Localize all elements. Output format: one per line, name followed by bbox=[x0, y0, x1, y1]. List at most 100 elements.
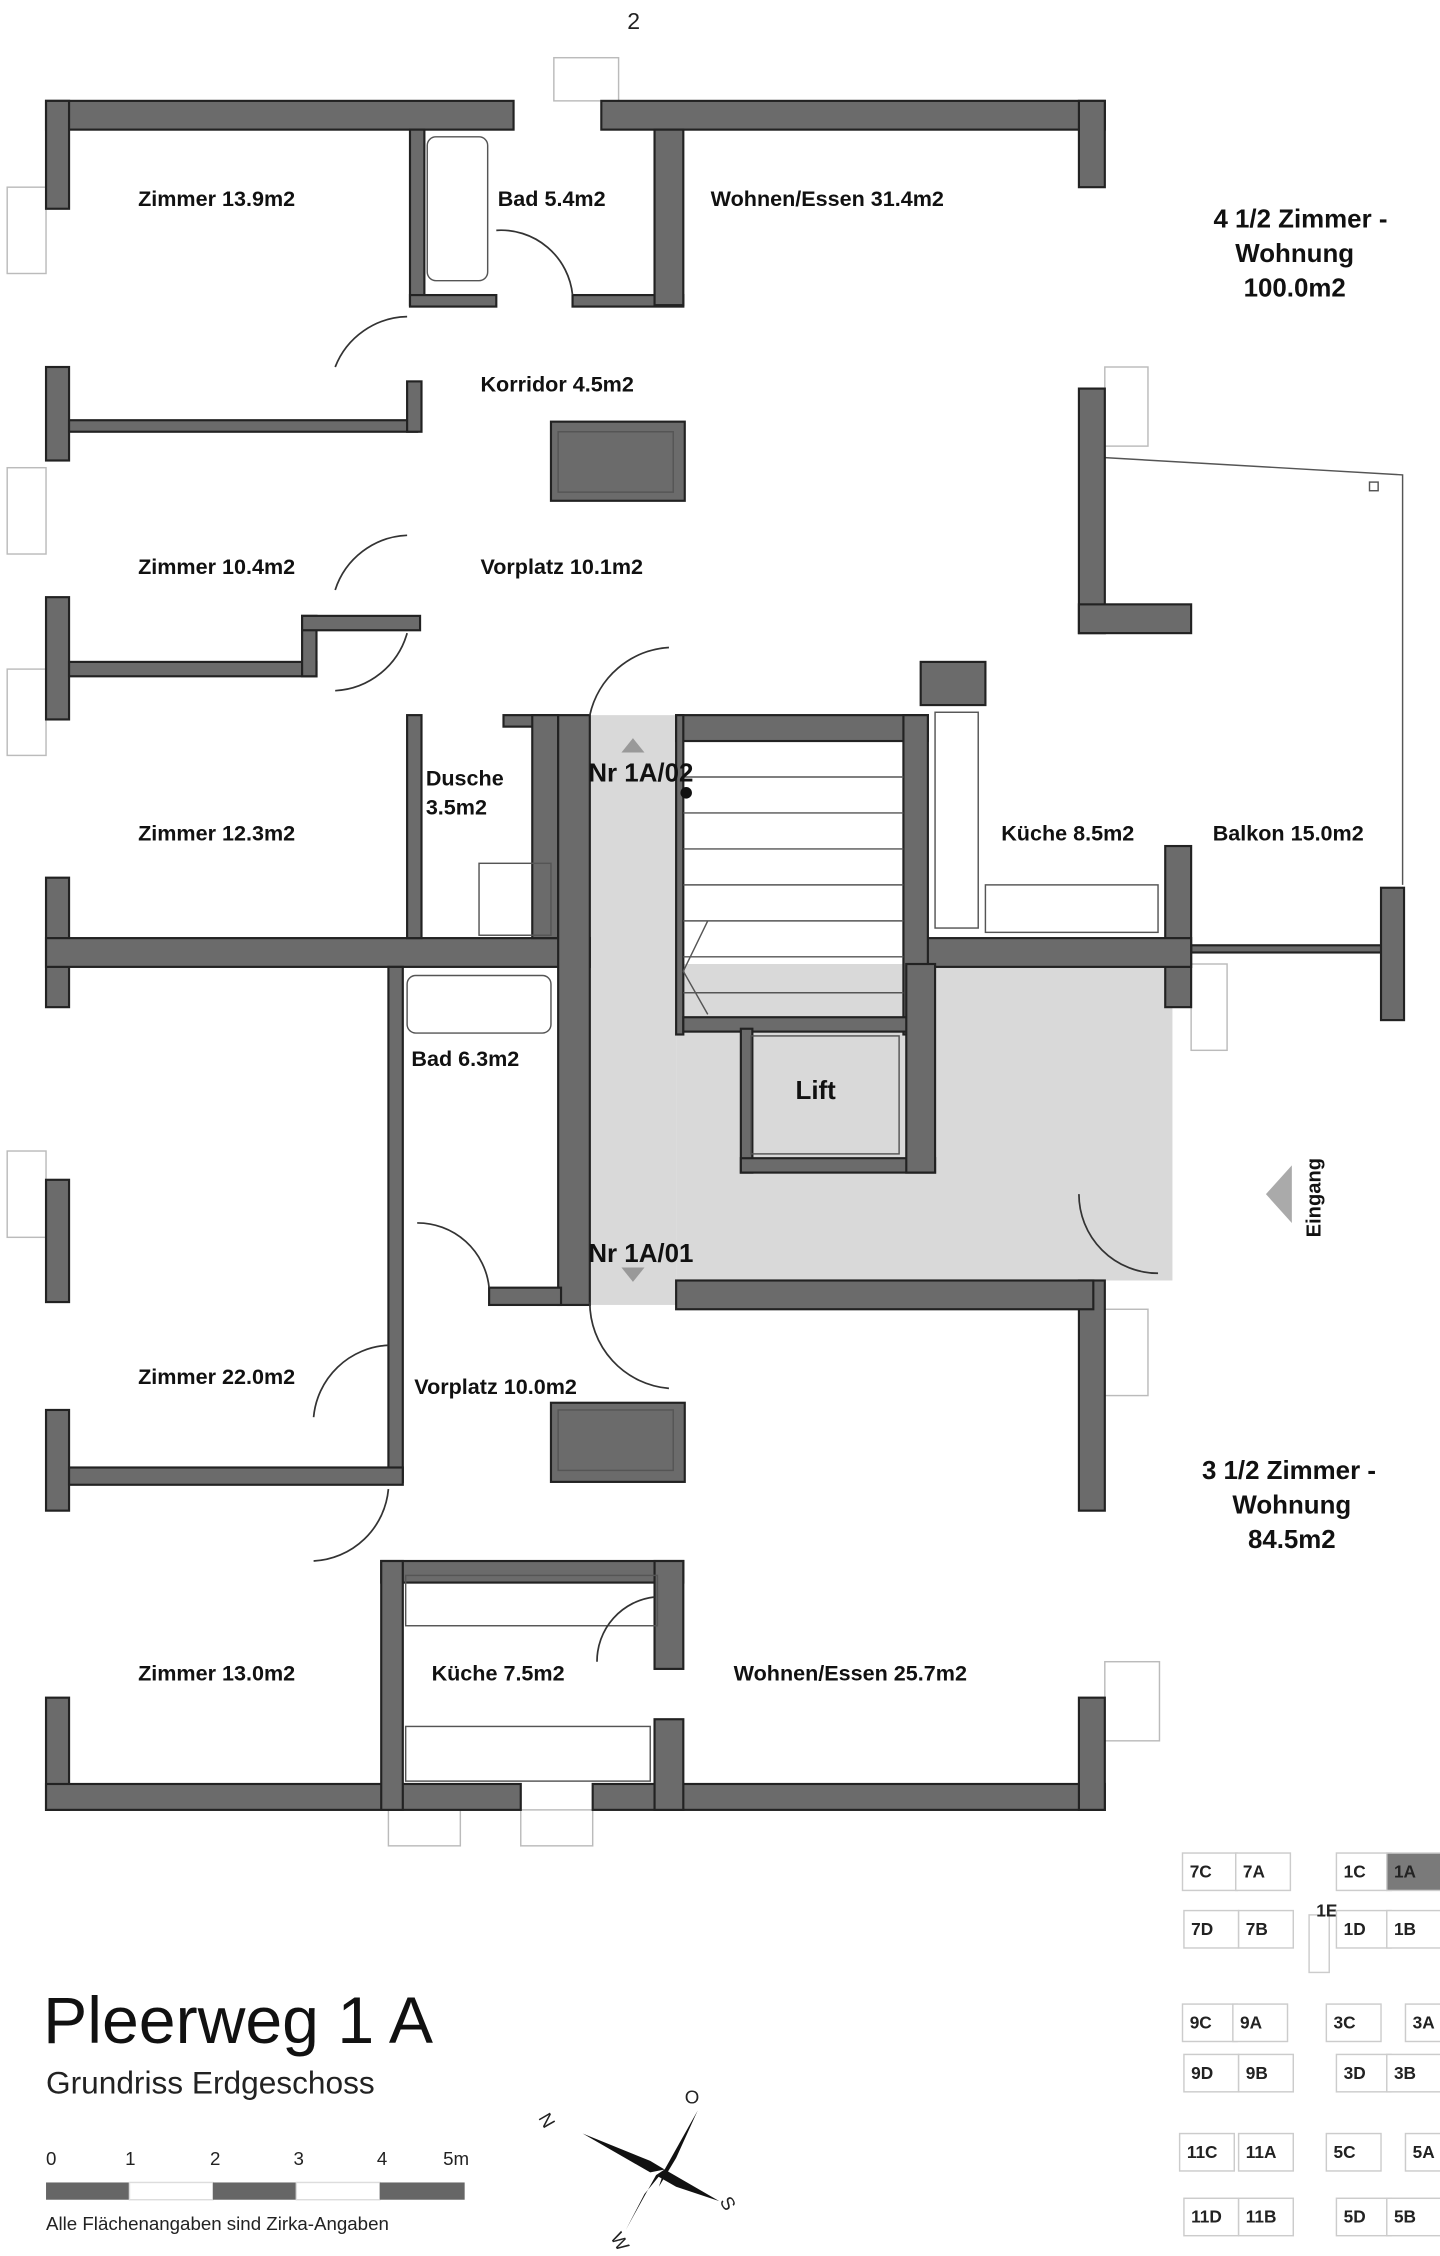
windows bbox=[6, 56, 1228, 1847]
room-label: Zimmer 22.0m2 bbox=[138, 1364, 295, 1389]
svg-text:5C: 5C bbox=[1334, 2142, 1356, 2162]
site-plan-building-3d: 3D bbox=[1335, 2053, 1392, 2093]
svg-text:S: S bbox=[716, 2193, 740, 2214]
unit-arrow-up-icon bbox=[621, 738, 645, 753]
svg-text:1B: 1B bbox=[1394, 1919, 1416, 1939]
svg-text:Wohnung: Wohnung bbox=[1235, 240, 1354, 268]
site-plan-building-7a: 7A bbox=[1235, 1852, 1292, 1892]
svg-text:9C: 9C bbox=[1190, 2013, 1212, 2033]
svg-text:3B: 3B bbox=[1394, 2063, 1416, 2083]
site-plan-building-1a: 1A bbox=[1386, 1852, 1440, 1892]
room-label: Vorplatz 10.0m2 bbox=[414, 1374, 577, 1399]
stairwell-floor bbox=[582, 715, 677, 1305]
svg-text:11C: 11C bbox=[1187, 2142, 1218, 2162]
room-label: Vorplatz 10.1m2 bbox=[480, 554, 643, 579]
svg-text:4: 4 bbox=[377, 2148, 387, 2169]
balcony bbox=[1104, 456, 1406, 1022]
svg-text:5A: 5A bbox=[1413, 2142, 1435, 2162]
svg-text:1E: 1E bbox=[1316, 1900, 1337, 1920]
room-label: Zimmer 12.3m2 bbox=[138, 820, 295, 845]
apartment-label-upper: 4 1/2 Zimmer - Wohnung 100.0m2 bbox=[1213, 205, 1387, 302]
site-plan-building-11c: 11C bbox=[1178, 2132, 1236, 2172]
svg-text:11B: 11B bbox=[1246, 2207, 1277, 2227]
walls bbox=[44, 99, 1193, 1811]
site-plan-building-5d: 5D bbox=[1335, 2197, 1392, 2237]
svg-text:2: 2 bbox=[210, 2148, 220, 2169]
site-plan-building-9b: 9B bbox=[1237, 2053, 1294, 2093]
site-plan-building-11b: 11B bbox=[1237, 2197, 1294, 2237]
svg-text:Wohnung: Wohnung bbox=[1232, 1492, 1351, 1520]
svg-text:9B: 9B bbox=[1246, 2063, 1268, 2083]
unit-number-lower: Nr 1A/01 bbox=[588, 1240, 693, 1268]
site-plan-building-5c: 5C bbox=[1325, 2132, 1382, 2172]
room-label: Zimmer 10.4m2 bbox=[138, 554, 295, 579]
room-label: Lift bbox=[796, 1077, 837, 1105]
room-label: 3.5m2 bbox=[426, 794, 487, 819]
svg-text:1A: 1A bbox=[1394, 1861, 1416, 1881]
area-note: Alle Flächenangaben sind Zirka-Angaben bbox=[46, 2213, 389, 2234]
room-label: Zimmer 13.9m2 bbox=[138, 186, 295, 211]
svg-text:1: 1 bbox=[125, 2148, 135, 2169]
room-label: Korridor 4.5m2 bbox=[480, 371, 633, 396]
svg-text:5B: 5B bbox=[1394, 2207, 1416, 2227]
site-plan-building-1e: 1E bbox=[1308, 1900, 1337, 1974]
subtitle: Grundriss Erdgeschoss bbox=[46, 2064, 375, 2100]
site-plan-building-3a: 3A bbox=[1404, 2003, 1440, 2043]
apartment-label-lower: 3 1/2 Zimmer - Wohnung 84.5m2 bbox=[1202, 1457, 1376, 1554]
svg-text:5m: 5m bbox=[443, 2148, 469, 2169]
svg-text:4 1/2 Zimmer -: 4 1/2 Zimmer - bbox=[1213, 205, 1387, 233]
doors bbox=[312, 229, 1159, 1662]
site-plan-building-7c: 7C bbox=[1181, 1852, 1238, 1892]
site-plan-building-5a: 5A bbox=[1404, 2132, 1440, 2172]
site-plan-building-7b: 7B bbox=[1237, 1909, 1294, 1949]
room-label: Bad 6.3m2 bbox=[411, 1046, 519, 1071]
svg-text:7C: 7C bbox=[1190, 1861, 1212, 1881]
entrance-label: Eingang bbox=[1304, 1158, 1326, 1237]
title: Pleerweg 1 A bbox=[43, 1984, 433, 2058]
unit-marker-dot bbox=[680, 787, 692, 799]
svg-text:5D: 5D bbox=[1344, 2207, 1366, 2227]
svg-text:3D: 3D bbox=[1344, 2063, 1366, 2083]
svg-text:100.0m2: 100.0m2 bbox=[1244, 275, 1346, 303]
svg-text:11D: 11D bbox=[1191, 2207, 1222, 2227]
svg-text:7B: 7B bbox=[1246, 1919, 1268, 1939]
entrance-arrow-icon bbox=[1265, 1165, 1292, 1223]
svg-text:3A: 3A bbox=[1413, 2013, 1435, 2033]
room-label: Küche 8.5m2 bbox=[1001, 820, 1134, 845]
site-plan-building-5b: 5B bbox=[1386, 2197, 1440, 2237]
svg-text:0: 0 bbox=[46, 2148, 56, 2169]
scale-bar: 0 1 2 3 4 5m bbox=[46, 2148, 469, 2201]
svg-text:11A: 11A bbox=[1246, 2142, 1277, 2162]
page-number: 2 bbox=[627, 8, 640, 34]
site-plan-building-11a: 11A bbox=[1237, 2132, 1294, 2172]
svg-text:W: W bbox=[606, 2229, 633, 2255]
room-label: Wohnen/Essen 25.7m2 bbox=[734, 1660, 967, 1685]
room-label: Dusche bbox=[426, 766, 504, 791]
room-label: Wohnen/Essen 31.4m2 bbox=[711, 186, 944, 211]
room-label: Balkon 15.0m2 bbox=[1213, 820, 1364, 845]
site-plan-building-9c: 9C bbox=[1181, 2003, 1238, 2043]
fixtures bbox=[404, 136, 1159, 1782]
svg-text:84.5m2: 84.5m2 bbox=[1248, 1526, 1336, 1554]
svg-text:N: N bbox=[535, 2109, 560, 2131]
svg-text:3: 3 bbox=[293, 2148, 303, 2169]
unit-number-upper: Nr 1A/02 bbox=[588, 759, 693, 787]
room-label: Küche 7.5m2 bbox=[432, 1660, 565, 1685]
site-plan-building-1b: 1B bbox=[1386, 1909, 1440, 1949]
unit-arrow-down-icon bbox=[621, 1267, 645, 1282]
svg-text:9D: 9D bbox=[1191, 2063, 1213, 2083]
room-label: Bad 5.4m2 bbox=[498, 186, 606, 211]
site-plan-building-9a: 9A bbox=[1232, 2003, 1289, 2043]
svg-text:1C: 1C bbox=[1344, 1861, 1366, 1881]
svg-text:7A: 7A bbox=[1243, 1861, 1265, 1881]
svg-text:1D: 1D bbox=[1344, 1919, 1366, 1939]
site-plan-building-3b: 3B bbox=[1386, 2053, 1440, 2093]
site-plan-building-9d: 9D bbox=[1183, 2053, 1240, 2093]
room-label: Zimmer 13.0m2 bbox=[138, 1660, 295, 1685]
svg-text:3 1/2 Zimmer -: 3 1/2 Zimmer - bbox=[1202, 1457, 1376, 1485]
svg-text:9A: 9A bbox=[1240, 2013, 1262, 2033]
site-plan-building-11d: 11D bbox=[1183, 2197, 1240, 2237]
site-plan-building-3c: 3C bbox=[1325, 2003, 1382, 2043]
